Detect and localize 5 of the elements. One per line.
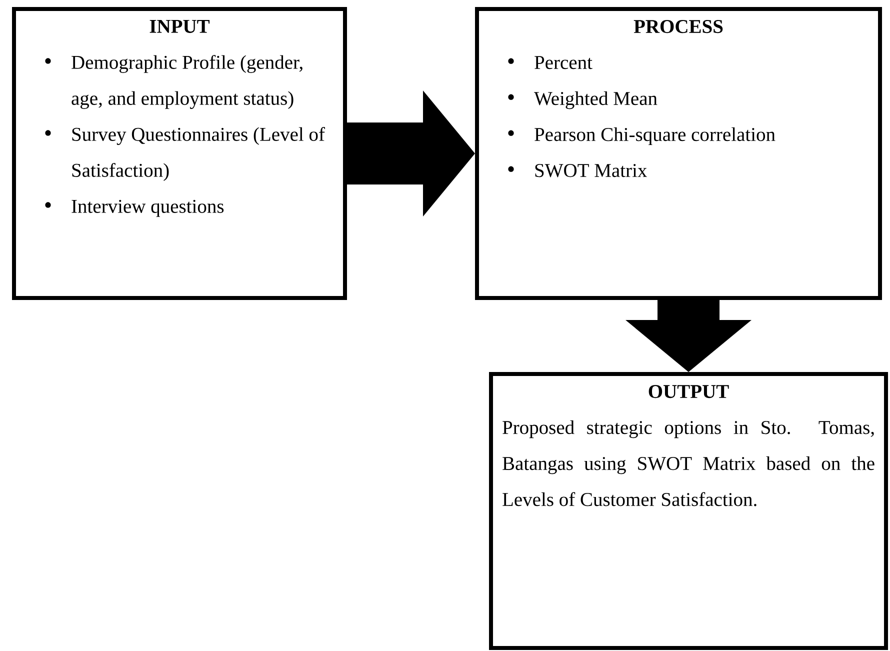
- text-box: PROCESS Percent Weighted Mean Pearson Chi-square correlation SWOT Matrix: [475, 7, 882, 300]
- block-arrow: [626, 300, 752, 372]
- block-arrow: [347, 90, 475, 216]
- text-box: OUTPUT Proposed strategic options in Sto. Tomas, Batangas using SWOT Matrix based on the Levels of Customer Satisfaction.: [489, 372, 888, 650]
- text-box: INPUT Demographic Profile (gender, age, and employment status) Survey Questionnaires (Level of Satisfaction) Interview questions: [12, 7, 347, 300]
